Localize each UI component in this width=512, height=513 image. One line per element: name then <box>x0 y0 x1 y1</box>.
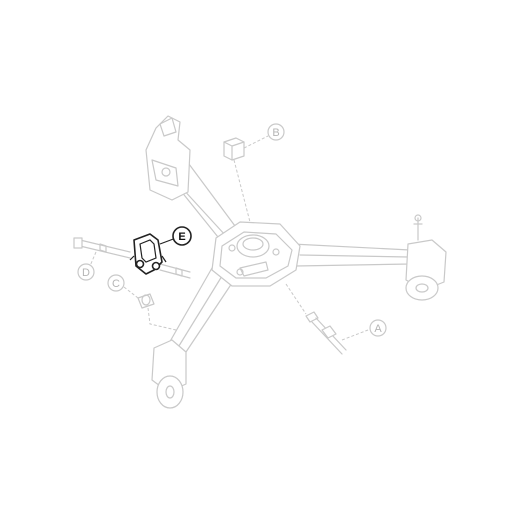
dolly-frame <box>145 115 447 409</box>
part-d-shaft <box>79 239 131 259</box>
part-e-pivot-left <box>135 259 145 269</box>
caster-back-left-fork <box>151 159 179 187</box>
callout-b-label: B <box>272 127 279 139</box>
hub-center-hole <box>242 237 264 251</box>
callout-e[interactable]: E <box>172 226 192 246</box>
caster-front-left-wheel <box>156 375 184 409</box>
caster-back-left-housing <box>145 115 191 201</box>
hub-inner <box>219 231 293 279</box>
caster-right-wheel <box>405 275 439 301</box>
part-a-assembly-line <box>285 283 307 315</box>
part-d-nut <box>99 243 107 253</box>
caster-back-left-axle <box>161 167 171 177</box>
part-d <box>73 237 191 279</box>
part-c-bore <box>141 294 151 306</box>
callout-b[interactable]: B <box>267 123 285 141</box>
callout-e-circle <box>172 226 192 246</box>
part-d-shaft-right <box>159 263 191 279</box>
leg-right-edge <box>299 254 409 258</box>
part-b-block <box>223 137 245 161</box>
hub-bolt-2 <box>272 248 280 256</box>
part-c-bushing <box>137 293 155 309</box>
part-e-bracket[interactable] <box>129 233 177 275</box>
caster-right-hub <box>415 283 429 293</box>
callout-b-circle <box>267 123 285 141</box>
part-b-leader <box>243 135 269 149</box>
part-d-head <box>73 237 83 249</box>
caster-right-knob <box>414 214 422 222</box>
part-e-window <box>139 239 157 263</box>
part-c-assembly-line <box>147 307 177 331</box>
part-b <box>223 135 269 223</box>
part-c-leader <box>123 286 139 299</box>
part-a <box>285 283 369 355</box>
part-b-edges <box>223 141 245 161</box>
callout-d-circle <box>77 263 95 281</box>
part-a-head <box>305 311 319 323</box>
callout-a-circle <box>369 319 387 337</box>
part-e-tabs <box>129 255 167 263</box>
callout-c-circle <box>107 274 125 292</box>
caster-right-lever <box>413 217 423 241</box>
caster-front-left-hub <box>165 385 175 399</box>
hub-bolt-1 <box>228 244 236 252</box>
part-a-leader <box>341 329 369 341</box>
callout-a-label: A <box>374 323 382 335</box>
part-a-collar <box>321 325 337 339</box>
hub-slot <box>239 261 269 277</box>
leg-front-left-edge <box>173 275 223 355</box>
callout-d[interactable]: D <box>77 263 95 281</box>
part-d-washer <box>175 267 183 277</box>
part-c <box>123 286 177 331</box>
part-d-leader <box>89 251 97 267</box>
callout-d-label: D <box>82 267 90 279</box>
part-e-pivot-right <box>151 261 161 271</box>
callout-e-label: E <box>178 231 185 243</box>
callout-c-label: C <box>112 278 120 290</box>
part-b-assembly-line <box>233 159 251 223</box>
callout-c[interactable]: C <box>107 274 125 292</box>
callout-a[interactable]: A <box>369 319 387 337</box>
caster-back-left-top <box>159 117 177 137</box>
